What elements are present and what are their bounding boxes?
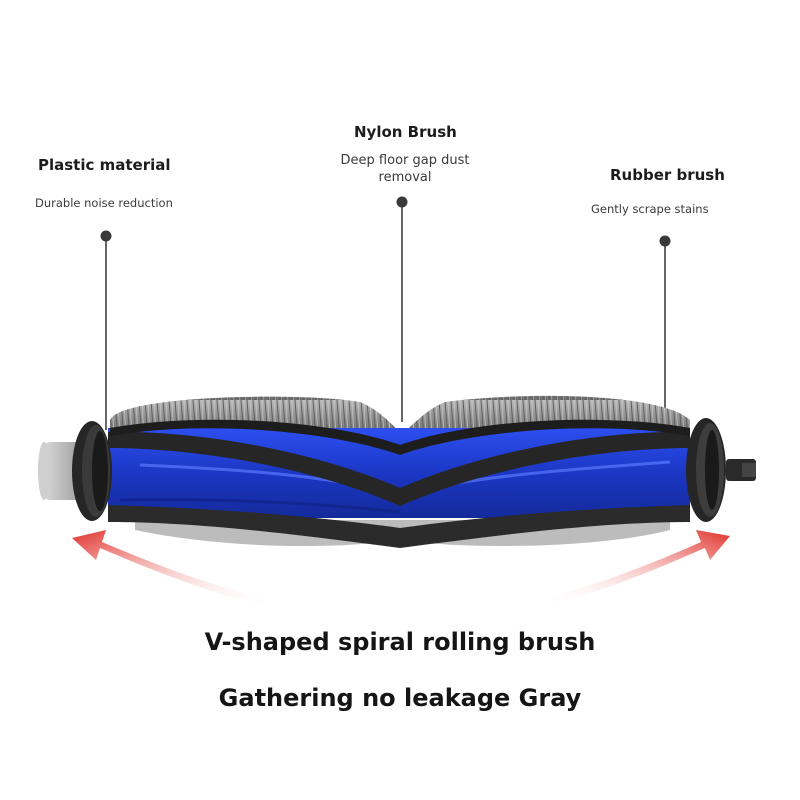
plastic-material-title: Plastic material — [38, 156, 171, 174]
rubber-blade-upper — [108, 431, 690, 506]
nylon-brush-description-line1: Deep floor gap dust — [340, 153, 470, 168]
plastic-material-description: Durable noise reduction — [35, 196, 173, 210]
right-end-cap — [686, 418, 756, 522]
caption-line-1: V-shaped spiral rolling brush — [204, 628, 596, 656]
right-red-arrow — [546, 530, 730, 606]
rubber-brush-title: Rubber brush — [610, 166, 725, 184]
rubber-brush-description: Gently scrape stains — [591, 202, 709, 216]
left-red-arrow — [72, 530, 272, 608]
rubber-blade-lower — [108, 505, 690, 548]
nylon-brush-description-line2: removal — [378, 170, 432, 185]
callout-lines — [100, 196, 671, 520]
caption-line-2: Gathering no leakage Gray — [218, 684, 582, 712]
plastic-callout-dot — [100, 230, 112, 242]
left-end-cap — [38, 421, 112, 521]
nylon-brush-title: Nylon Brush — [354, 123, 457, 141]
rubber-callout-dot — [659, 235, 671, 247]
nylon-callout-dot — [396, 196, 408, 208]
